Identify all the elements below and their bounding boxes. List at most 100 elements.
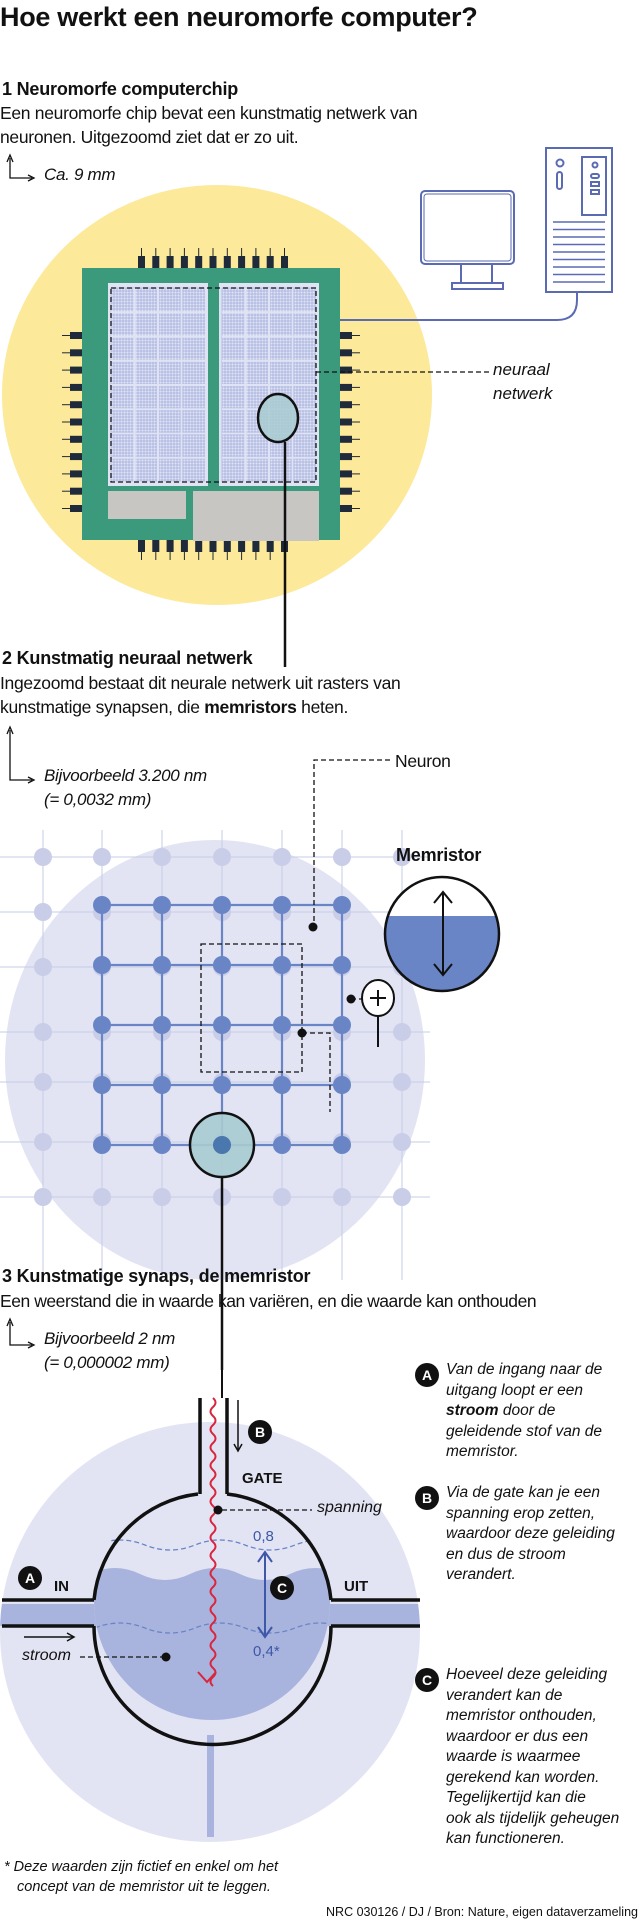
note-line: Van de ingang naar de [446,1361,603,1378]
neuron-grid [93,896,351,1154]
inner-leader [302,1032,331,1112]
synapse-node [93,1136,111,1154]
note-line: waardoor deze geleiding [446,1525,615,1542]
chip-pin [180,256,188,268]
neuron-label: Neuron [395,751,451,771]
chip-pin [252,540,260,552]
synapse-node [273,1136,291,1154]
badge-b: B [248,1420,272,1444]
faint-node [34,1188,52,1206]
chip-pin [340,505,352,512]
chip-pin [70,453,82,461]
chip-pin [70,418,82,426]
synapse-node [213,1076,231,1094]
faint-node [34,958,52,976]
chip-pin [340,418,352,426]
chip-pin [340,487,352,495]
neuron-leader [313,759,390,929]
spanning-dot [213,1505,223,1515]
note-line: verandert kan de [446,1686,563,1704]
synapse-node [153,1076,171,1094]
selected-synapse-node [213,1136,231,1154]
chip-pin [70,435,82,443]
synapse-node [93,896,111,914]
memristor-label: Memristor [396,845,482,865]
chip-pin [223,540,231,552]
chip-pin [209,540,217,552]
chip-memory-block-left [108,491,186,519]
faint-node [333,848,351,866]
chip-pin [340,332,352,339]
section3-text: Een weerstand die in waarde kan variëren… [0,1291,537,1311]
chip-memory-block-right [193,491,319,541]
memristor-chamber-outline [92,1492,333,1747]
chip-pin [70,366,82,374]
note-line: waardoor er dus een [446,1727,589,1745]
chip-pin [252,256,260,268]
chip-pin [70,349,82,357]
note-line: spanning erop zetten, [446,1504,596,1522]
faint-node [93,1188,111,1206]
faint-node [393,1188,411,1206]
network-zoom-circle [5,840,425,1280]
section1-heading: 1 Neuromorfe computerchip [2,79,239,99]
faint-node [393,1023,411,1041]
faint-node [333,1188,351,1206]
chip-pin [223,256,231,268]
faint-node [273,848,291,866]
note-line: stroom door de [446,1402,556,1419]
channel-bottom [207,1735,214,1837]
neuron-dot [308,922,318,932]
faint-node [393,1133,411,1151]
footnote-line1: * Deze waarden zijn fictief en enkel om … [4,1859,279,1875]
faint-node [93,848,111,866]
note-badge: C [415,1668,439,1692]
chip-pin [340,435,352,443]
selection-dashed-box [200,943,303,1073]
faint-node [213,848,231,866]
faint-node [34,1073,52,1091]
section2-heading: 2 Kunstmatig neuraal netwerk [2,648,253,668]
chip-pin [340,383,352,391]
synapse-node [153,956,171,974]
chip-mesh-grid [110,287,316,482]
desktop-computer-icon [340,147,613,321]
synapse-node [333,1016,351,1034]
current-wave-icon [209,1397,217,1687]
note-badge: B [415,1486,439,1510]
note-line: memristor. [446,1443,519,1460]
chip-pin [138,256,145,268]
plus-voltage-icon [361,979,395,1047]
memristors-bold: memristors [204,697,297,717]
chip-pin [340,453,352,461]
synapse-node [333,896,351,914]
synapse-node [333,956,351,974]
synapse-node [273,1076,291,1094]
stroom-arrowhead [66,1632,76,1642]
chip-pin [209,256,217,268]
stroom-dot [161,1652,171,1662]
synapse-node [213,1016,231,1034]
synapse-node [333,1076,351,1094]
chip-pin [166,256,174,268]
page-title: Hoe werkt een neuromorfe computer? [0,2,478,32]
chip-magnifier-lens [256,392,300,444]
chip-pin [340,470,352,478]
section1-text-line2: neuronen. Uitgezoomd ziet dat er zo uit. [0,127,299,147]
badge-a: A [18,1566,42,1590]
in-wire-walls [2,1598,94,1628]
gate-channel-walls [198,1398,229,1494]
section1-text-line1: Een neuromorfe chip bevat een kunstmatig… [0,103,418,123]
chip-pin [180,540,188,552]
synapse-node [273,1016,291,1034]
synapse-node [333,1136,351,1154]
chip-pin [266,256,274,268]
note-line: memristor onthouden, [446,1707,597,1724]
chip-pin [281,256,288,268]
section1-scale: Ca. 9 mm [44,165,116,184]
chip-pins-right [340,332,360,512]
note-line: en dus de stroom [446,1545,566,1563]
synapse-node [153,1016,171,1034]
gate-arrowhead [233,1443,243,1453]
chip-pin [195,540,203,552]
